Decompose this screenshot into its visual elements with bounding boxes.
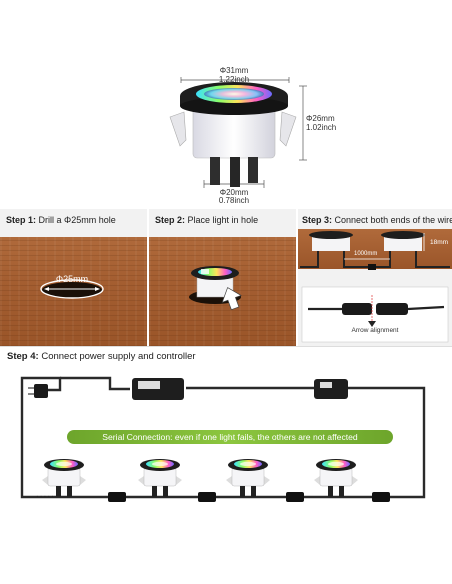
step1-panel: Step 1: Drill a Φ25mm hole Φ25mm: [0, 209, 147, 346]
wire-connection-graphic: [300, 231, 450, 343]
step4-label: Step 4: Connect power supply and control…: [7, 351, 196, 362]
step3-panel: Step 3: Connect both ends of the wire 18…: [298, 209, 452, 346]
wire-length-label: 1000mm: [354, 251, 378, 257]
top-diameter-in: 1.22inch: [218, 75, 250, 84]
light-dimension-diagram: [169, 77, 307, 188]
arrow-alignment-caption: Arrow alignment: [351, 327, 399, 334]
drill-hole-graphic: [40, 279, 104, 299]
step1-prefix: Step 1:: [6, 215, 37, 225]
top-diameter-mm: Φ31mm: [219, 66, 249, 75]
step2-text: Place light in hole: [187, 215, 259, 225]
bottom-diameter-in: 0.78inch: [218, 196, 250, 205]
height-mm: Φ26mm: [306, 114, 335, 123]
step1-label: Step 1: Drill a Φ25mm hole: [6, 215, 116, 225]
bottom-diameter-mm: Φ20mm: [219, 188, 249, 197]
step3-text: Connect both ends of the wire: [334, 215, 452, 225]
depth-label: 18mm: [430, 239, 449, 246]
step2-prefix: Step 2:: [155, 215, 186, 225]
step1-text: Drill a Φ25mm hole: [38, 215, 116, 225]
hole-diameter-label: Φ25mm: [55, 274, 89, 284]
height-in: 1.02inch: [306, 123, 337, 132]
serial-connection-banner: Serial Connection: even if one light fai…: [67, 430, 393, 444]
led-light: [138, 459, 182, 497]
led-light: [226, 459, 270, 497]
step4-text: Connect power supply and controller: [41, 351, 196, 362]
serial-wiring-diagram: [20, 376, 426, 502]
continuation-ellipsis: ......: [36, 489, 59, 500]
step2-label: Step 2: Place light in hole: [155, 215, 258, 225]
place-light-graphic: [189, 266, 242, 311]
step3-prefix: Step 3:: [302, 215, 333, 225]
section-divider: [0, 346, 452, 347]
led-light: [42, 459, 86, 497]
step2-panel: Step 2: Place light in hole: [149, 209, 296, 346]
led-light: [314, 459, 358, 497]
step4-prefix: Step 4:: [7, 351, 39, 362]
step3-label: Step 3: Connect both ends of the wire: [302, 215, 452, 225]
